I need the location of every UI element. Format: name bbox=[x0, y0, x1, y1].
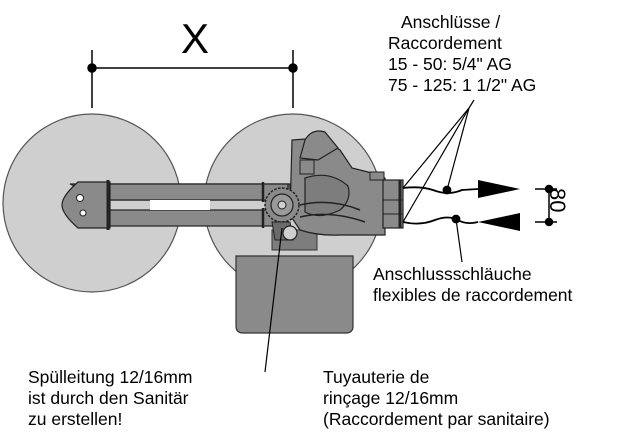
connections-line-2: Raccordement bbox=[388, 33, 502, 53]
connections-line-3: 15 - 50: 5/4" AG bbox=[388, 54, 512, 74]
connections-line-4: 75 - 125: 1 1/2" AG bbox=[388, 75, 537, 95]
flush-pipe-fr-label: Tuyauterie de rinçage 12/16mm (Raccordem… bbox=[323, 367, 550, 430]
flush-pipe-de-line-3: zu erstellen! bbox=[28, 409, 123, 429]
connections-label: Anschlüsse / Raccordement 15 - 50: 5/4" … bbox=[388, 12, 536, 96]
flow-arrows bbox=[478, 180, 520, 231]
gear-wheel bbox=[264, 187, 300, 223]
dimension-height-label: 80 bbox=[545, 188, 570, 213]
flush-pipe-fr-line-1: Tuyauterie de bbox=[323, 367, 430, 387]
hoses-label: Anschlussschläuche flexibles de raccorde… bbox=[373, 264, 572, 306]
dimension-x-label: X bbox=[181, 15, 210, 62]
flush-pipe-de-label: Spülleitung 12/16mm ist durch den Sanitä… bbox=[28, 367, 192, 430]
connections-line-1: Anschlüsse / bbox=[401, 12, 501, 32]
hoses-line-2: flexibles de raccordement bbox=[373, 285, 573, 305]
flush-pipe-de-line-2: ist durch den Sanitär bbox=[28, 388, 189, 408]
dimension-x bbox=[87, 50, 298, 108]
leader-lines bbox=[264, 99, 475, 373]
arm-tip bbox=[61, 180, 111, 230]
flush-nozzle bbox=[271, 221, 298, 241]
flush-pipe-fr-line-3: (Raccordement par sanitaire) bbox=[323, 409, 550, 429]
hoses bbox=[402, 185, 479, 225]
hoses-line-1: Anschlussschläuche bbox=[373, 264, 532, 284]
motor-body bbox=[289, 130, 404, 236]
flush-pipe-de-line-1: Spülleitung 12/16mm bbox=[28, 367, 193, 387]
flush-pipe-fr-line-2: rinçage 12/16mm bbox=[323, 388, 459, 408]
dimension-height bbox=[535, 184, 557, 227]
